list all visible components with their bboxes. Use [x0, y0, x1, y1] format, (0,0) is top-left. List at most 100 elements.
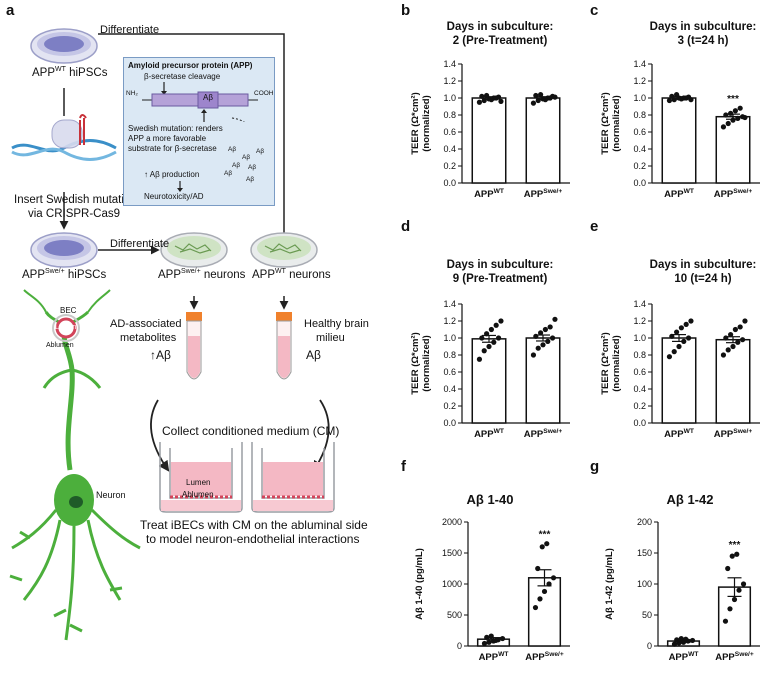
chart-d-ytick-label: 1.0	[443, 333, 456, 343]
chart-f-title: Aβ 1-40	[466, 492, 514, 507]
chart-c-ytick-label: 1.0	[633, 93, 646, 103]
chart-b-point	[530, 100, 537, 106]
chart-b-ytick-label: 0.8	[443, 110, 456, 120]
app-box-swedish-line3: substrate for β-secretase	[128, 144, 217, 153]
chart-e-xtick-label-1: APPSwe/+	[714, 428, 753, 440]
chart-d-ylabel-line: TEER (Ω*cm²)	[410, 332, 421, 395]
chart-e-point	[728, 332, 734, 338]
chart-f-significance: ***	[539, 530, 551, 541]
down-arrow-icon	[177, 181, 183, 192]
chart-f-bar-1	[527, 577, 562, 647]
app-box-abeta-small-3: Aβ	[256, 148, 265, 155]
chart-b-ytick-label: 0.6	[443, 127, 456, 137]
app-box-cleavage: β-secretase cleavage	[144, 72, 221, 81]
chart-e-ylabel-line: (normalized)	[611, 335, 622, 391]
chart-g-xtick-label-1: APPSwe/+	[715, 651, 754, 663]
app-box-swedish-line1: Swedish mutation: renders	[128, 124, 223, 133]
chart-b-title: Days in subculture:2 (Pre-Treatment)	[446, 21, 554, 47]
panel-label-a: a	[6, 2, 15, 19]
chart-c-ytick-label: 0.6	[633, 127, 646, 137]
chart-e-point	[678, 325, 684, 331]
insert-ablumen-label: Ablumen	[182, 490, 214, 499]
chart-c-ylabel-line: TEER (Ω*cm²)	[600, 92, 611, 155]
ad-metabolites-line1: AD-associated	[110, 318, 182, 330]
app-box-title: Amyloid precursor protein (APP)	[128, 61, 253, 70]
chart-e-bar-1	[715, 338, 751, 424]
chart-d-ytick-label: 0.8	[443, 350, 456, 360]
chart-g-ytick-label: 150	[637, 548, 652, 558]
conditioned-medium-tube-swe	[186, 312, 202, 380]
chart-d-ytick-label: 1.4	[443, 299, 456, 309]
chart-c-ytick-label: 1.2	[633, 76, 646, 86]
healthy-milieu-line1: Healthy brain	[304, 318, 369, 330]
chart-g-point	[736, 587, 742, 593]
chart-b-ylabel-line: TEER (Ω*cm²)	[410, 92, 421, 155]
app-box-swedish-line2: APP a more favorable	[128, 134, 207, 143]
chart-f-ytick-label: 1500	[442, 548, 462, 558]
chart-e-point	[688, 318, 694, 324]
crispr-line1: Insert Swedish mutation	[14, 194, 137, 206]
collect-cm-label: Collect conditioned medium (CM)	[162, 424, 340, 438]
chart-c-point	[666, 97, 673, 104]
petri-dish-wt-hipscs	[30, 28, 98, 64]
chart-e-ylabel: TEER (Ω*cm²)(normalized)	[600, 332, 622, 395]
chart-e-point	[676, 343, 682, 350]
wt-neurons-label: APPWT neurons	[252, 268, 331, 281]
chart-c-ytick-label: 0.0	[633, 178, 646, 188]
chart-g-xtick-label-0: APPWT	[669, 651, 699, 663]
arrow-to-insert-swe	[150, 399, 170, 472]
chart-d-point	[547, 324, 553, 330]
abeta-label: Aβ	[306, 348, 321, 362]
app-box-cooh: COOH	[254, 90, 274, 97]
chart-e-point	[742, 318, 748, 324]
app-box-abeta-small-4: Aβ	[232, 162, 241, 169]
chart-e-point	[725, 347, 731, 353]
chart-g-ytick-label: 50	[642, 610, 652, 620]
chart-f-point	[532, 604, 539, 611]
chart-b-ylabel: TEER (Ω*cm²)(normalized)	[410, 92, 432, 155]
chart-d-ytick-label: 1.2	[443, 316, 456, 326]
chart-f-point	[544, 541, 550, 547]
chart-c-ytick-label: 1.4	[633, 59, 646, 69]
chart-e-point	[732, 326, 738, 333]
chart-d-title: Days in subculture:9 (Pre-Treatment)	[446, 259, 554, 285]
chart-f-point	[537, 596, 543, 602]
chart-e-bar-0	[661, 337, 697, 424]
petri-dish-wt-neurons	[250, 232, 318, 268]
panel-label-f: f	[401, 458, 406, 475]
chart-g-ylabel: Aβ 1-42 (pg/mL)	[604, 548, 615, 620]
chart-d-ytick-label: 0.4	[443, 384, 456, 394]
app-box-abeta-small-1: Aβ	[228, 146, 237, 153]
up-abeta-label: ↑Aβ	[150, 348, 171, 362]
chart-e-ytick-label: 0.0	[633, 418, 646, 428]
chart-b-xtick-label-1: APPSwe/+	[524, 188, 563, 200]
chart-c-point	[723, 112, 729, 118]
conditioned-medium-tube-wt	[276, 312, 292, 380]
chart-b-ytick-label: 0.4	[443, 144, 456, 154]
chart-d-point	[538, 330, 544, 336]
differentiate-label-top: Differentiate	[100, 24, 160, 36]
chart-c-ytick-label: 0.4	[633, 144, 646, 154]
chart-b-point	[479, 93, 485, 99]
treat-line2: to model neuron-endothelial interactions	[146, 532, 360, 546]
chart-e-point	[739, 337, 746, 343]
app-swe-hipscs-label: APPSwe/+ hiPSCs	[22, 268, 107, 281]
lumen-label-vessel: Lumen	[55, 324, 77, 331]
chart-c-ylabel: TEER (Ω*cm²)(normalized)	[600, 92, 622, 155]
chart-g-ytick-label: 0	[647, 641, 652, 651]
chart-e-ytick-label: 0.2	[633, 401, 646, 411]
swe-neurons-label: APPSwe/+ neurons	[158, 268, 246, 281]
chart-g-point	[722, 618, 729, 624]
healthy-milieu-line2: milieu	[316, 332, 345, 344]
chart-d-point	[476, 356, 483, 362]
crispr-dna-icon	[11, 114, 117, 161]
chart-e-point	[683, 321, 689, 327]
chart-e-ytick-label: 0.6	[633, 367, 646, 377]
chart-c-point	[720, 124, 727, 130]
chart-e-point	[671, 349, 677, 355]
chart-d-ylabel: TEER (Ω*cm²)(normalized)	[410, 332, 432, 395]
chart-f-ytick-label: 1000	[442, 579, 462, 589]
chart-d-xtick-label-1: APPSwe/+	[524, 428, 563, 440]
